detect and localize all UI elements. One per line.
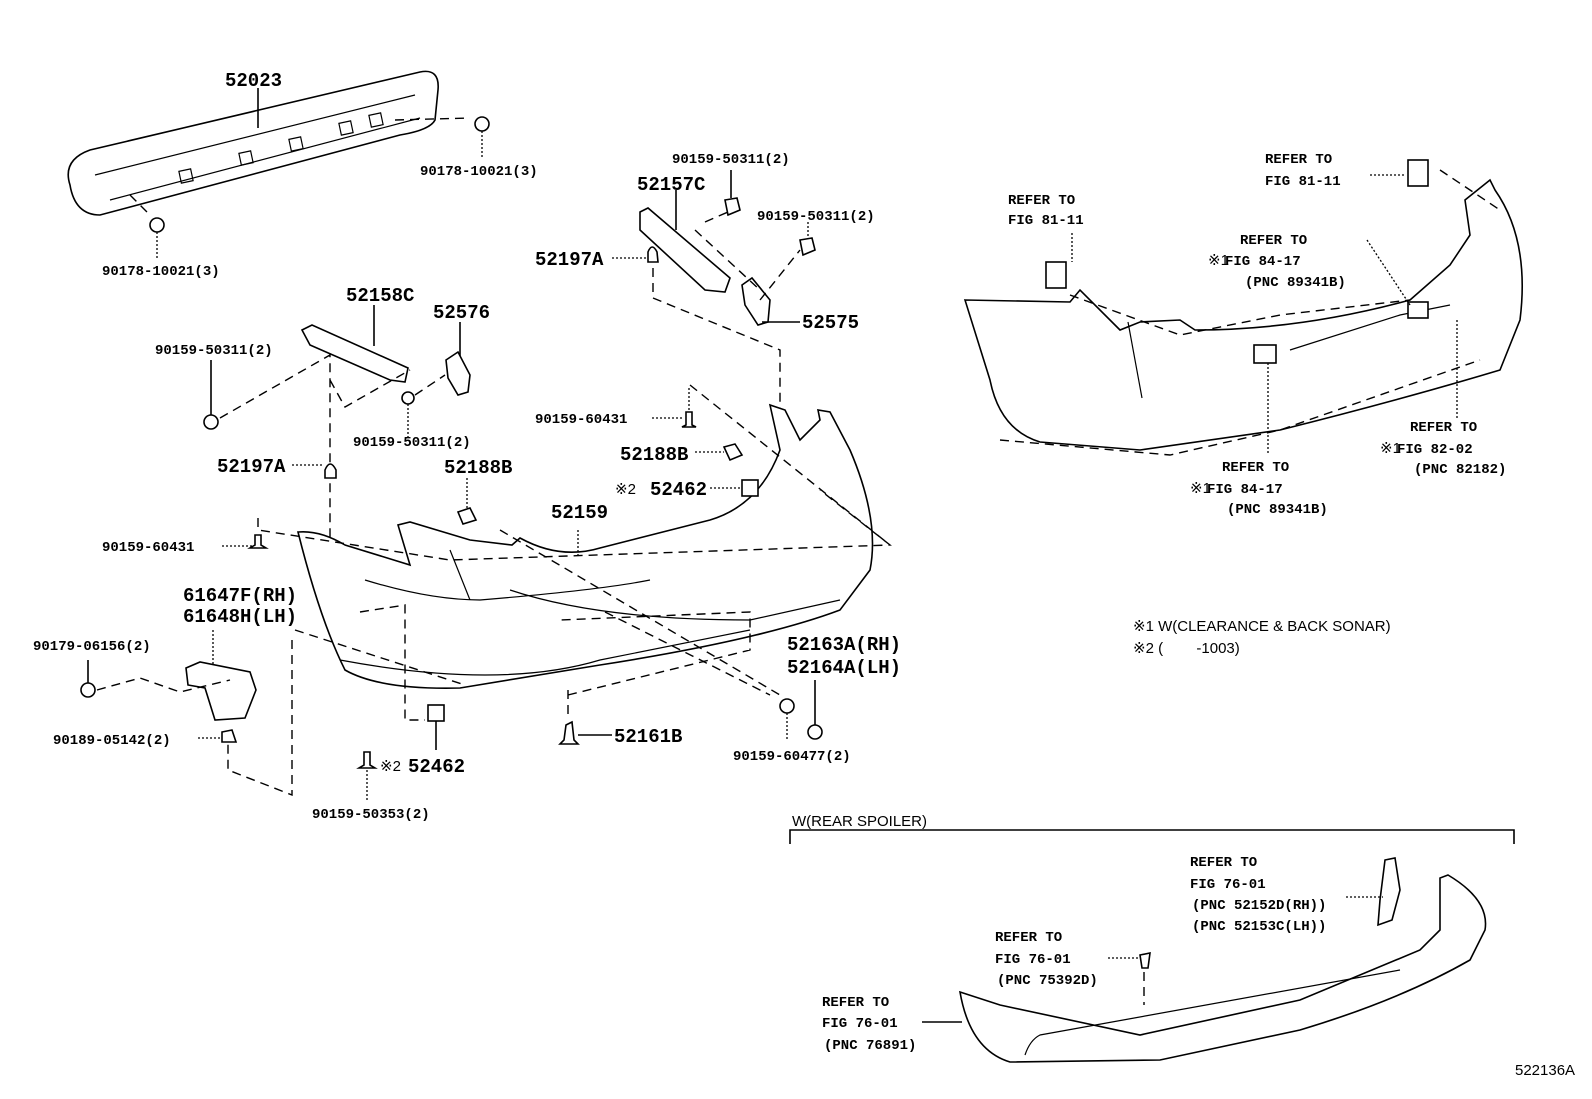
screw-icon xyxy=(779,698,795,714)
sonar-ref-e-line2: FIG 82-02 xyxy=(1397,442,1473,458)
label-52157c: 52157C xyxy=(637,174,705,196)
spoiler-ref-b-line1: REFER TO xyxy=(995,930,1062,946)
bracket-61647f xyxy=(80,630,257,743)
spoiler-ref-a-line4: (PNC 52153C(LH)) xyxy=(1192,919,1326,935)
label-90178-10021-top: 90178-10021(3) xyxy=(420,164,538,180)
retainer-52157c xyxy=(612,170,816,420)
bumper-cover-52159 xyxy=(227,384,892,797)
sonar-sensor-icon xyxy=(1407,301,1429,319)
label-52197a-top: 52197A xyxy=(535,249,604,271)
sonar-ref-e-line3: (PNC 82182) xyxy=(1414,462,1506,478)
label-52188b-a: 52188B xyxy=(620,444,688,466)
sonar-sensor-icon xyxy=(1253,344,1277,364)
retainer-52158c xyxy=(203,305,471,550)
label-90178-10021-bottom: 90178-10021(3) xyxy=(102,264,220,280)
label-52163a: 52163A(RH) xyxy=(787,634,901,656)
sonar-ref-d-line1: REFER TO xyxy=(1222,460,1289,476)
sonar-ref-a-line2: FIG 81-11 xyxy=(1008,213,1084,229)
sonar-ref-c-line2: FIG 84-17 xyxy=(1225,254,1301,270)
sonar-ref-a-line1: REFER TO xyxy=(1008,193,1075,209)
spoiler-section-title: W(REAR SPOILER) xyxy=(792,813,927,830)
clip-icon xyxy=(722,443,744,462)
mark-2-b: ※2 xyxy=(380,758,401,775)
cap-icon xyxy=(807,724,823,740)
sonar-ref-d-line3: (PNC 89341B) xyxy=(1227,502,1328,518)
label-90159-50311-b: 90159-50311(2) xyxy=(757,209,875,225)
sonar-ref-b-line1: REFER TO xyxy=(1265,152,1332,168)
sonar-bumper-view xyxy=(963,159,1523,456)
label-52164a: 52164A(LH) xyxy=(787,657,901,679)
label-52188b-b: 52188B xyxy=(444,457,512,479)
label-52197a-left: 52197A xyxy=(217,456,286,478)
note-1: ※1 W(CLEARANCE & BACK SONAR) xyxy=(1133,618,1391,635)
label-52023: 52023 xyxy=(225,70,282,92)
mark-1-c: ※1 xyxy=(1208,252,1229,269)
label-52159: 52159 xyxy=(551,502,608,524)
mark-2-a: ※2 xyxy=(615,481,636,498)
sonar-ref-c-line3: (PNC 89341B) xyxy=(1245,275,1346,291)
bolt-icon xyxy=(356,751,378,769)
label-61648h: 61648H(LH) xyxy=(183,606,297,628)
clip-icon xyxy=(558,720,580,745)
label-90159-50311-d: 90159-50311(2) xyxy=(353,435,471,451)
label-52158c: 52158C xyxy=(346,285,414,307)
label-52576: 52576 xyxy=(433,302,490,324)
bolt-icon xyxy=(681,411,697,428)
sensor-connector-icon xyxy=(1407,159,1429,187)
bumper-reinforcement-52023 xyxy=(67,70,490,258)
label-90189-05142: 90189-05142(2) xyxy=(53,733,171,749)
rear-spoiler xyxy=(922,857,1487,1063)
spoiler-ref-a-line1: REFER TO xyxy=(1190,855,1257,871)
label-90159-60431-a: 90159-60431 xyxy=(535,412,627,428)
sonar-ref-b-line2: FIG 81-11 xyxy=(1265,174,1341,190)
note-2: ※2 ( -1003) xyxy=(1133,640,1240,657)
label-52462-b: 52462 xyxy=(408,756,465,778)
spoiler-ref-a-line2: FIG 76-01 xyxy=(1190,877,1266,893)
spoiler-ref-b-line2: FIG 76-01 xyxy=(995,952,1071,968)
mark-1-e: ※1 xyxy=(1380,440,1401,457)
mark-1-d: ※1 xyxy=(1190,480,1211,497)
label-90159-50311-c: 90159-50311(2) xyxy=(155,343,273,359)
label-61647f: 61647F(RH) xyxy=(183,585,297,607)
label-52462-a: 52462 xyxy=(650,479,707,501)
label-90179-06156: 90179-06156(2) xyxy=(33,639,151,655)
pad-icon xyxy=(741,479,759,497)
label-52575: 52575 xyxy=(802,312,859,334)
spoiler-section-bracket xyxy=(789,829,1515,844)
sonar-ref-e-line1: REFER TO xyxy=(1410,420,1477,436)
pad-icon xyxy=(427,704,445,722)
bolt-icon xyxy=(247,534,269,549)
spoiler-ref-a-line3: (PNC 52152D(RH)) xyxy=(1192,898,1326,914)
label-90159-60431-b: 90159-60431 xyxy=(102,540,194,556)
spoiler-ref-c-line2: FIG 76-01 xyxy=(822,1016,898,1032)
label-90159-60477: 90159-60477(2) xyxy=(733,749,851,765)
label-52161b: 52161B xyxy=(614,726,682,748)
label-90159-50353: 90159-50353(2) xyxy=(312,807,430,823)
figure-id: 522136A xyxy=(1515,1062,1575,1079)
clip-icon xyxy=(456,507,478,525)
spoiler-ref-b-line3: (PNC 75392D) xyxy=(997,973,1098,989)
sensor-connector-icon xyxy=(1045,261,1067,289)
spoiler-ref-c-line3: (PNC 76891) xyxy=(824,1038,916,1054)
sonar-ref-d-line2: FIG 84-17 xyxy=(1207,482,1283,498)
spoiler-ref-c-line1: REFER TO xyxy=(822,995,889,1011)
sonar-ref-c-line1: REFER TO xyxy=(1240,233,1307,249)
label-90159-50311-a: 90159-50311(2) xyxy=(672,152,790,168)
